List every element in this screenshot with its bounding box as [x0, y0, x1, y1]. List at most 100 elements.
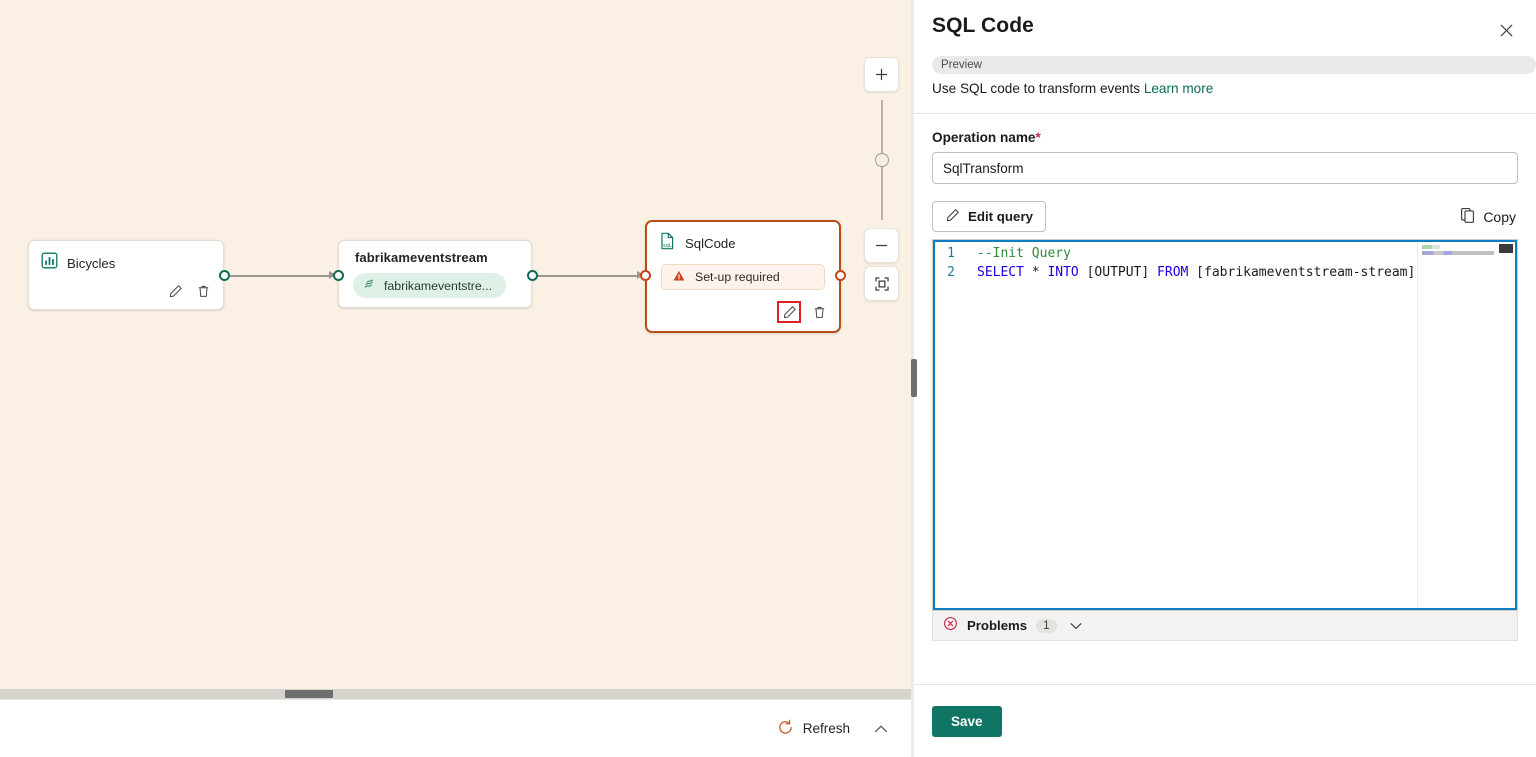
- error-circle-icon: [943, 616, 958, 636]
- node-title: SqlCode: [685, 236, 736, 251]
- page-title: SQL Code: [932, 14, 1034, 37]
- pencil-icon[interactable]: [777, 301, 801, 323]
- panel-description-text: Use SQL code to transform events: [932, 81, 1141, 96]
- code-token: [fabrikameventstream-stream]: [1188, 265, 1416, 280]
- code-token: --Init Query: [977, 246, 1071, 261]
- close-icon[interactable]: [1492, 16, 1520, 44]
- warning-icon: [672, 269, 686, 286]
- operation-name-input[interactable]: [932, 152, 1518, 184]
- code-token: [1024, 265, 1032, 280]
- minimap-line: [1422, 245, 1440, 249]
- panel-footer: Save: [914, 684, 1536, 757]
- editor-focus-border-left: [933, 240, 935, 610]
- pencil-icon: [945, 208, 960, 226]
- input-port-eventstream[interactable]: [333, 270, 344, 281]
- editor-focus-border-right: [1515, 240, 1517, 610]
- panel-splitter-handle[interactable]: [911, 359, 917, 397]
- code-text[interactable]: SELECT * INTO [OUTPUT] FROM [fabrikameve…: [977, 263, 1415, 282]
- output-port-bicycles[interactable]: [219, 270, 230, 281]
- line-number: 1: [947, 246, 955, 261]
- canvas-scroll-thumb[interactable]: [285, 690, 333, 698]
- refresh-label: Refresh: [802, 721, 850, 736]
- zoom-controls: [864, 57, 899, 301]
- pencil-icon[interactable]: [165, 281, 185, 301]
- chart-icon: [41, 252, 58, 274]
- copy-button[interactable]: Copy: [1460, 207, 1518, 227]
- node-header: sqL SqlCode: [647, 222, 839, 255]
- fit-to-screen-icon[interactable]: [864, 266, 899, 301]
- code-token: INTO: [1047, 265, 1079, 280]
- stream-icon: [363, 277, 377, 294]
- svg-text:sqL: sqL: [663, 243, 672, 249]
- code-token: [OUTPUT]: [1078, 265, 1158, 280]
- node-header: Bicycles: [29, 241, 223, 274]
- operation-name-label-text: Operation name: [932, 130, 1036, 145]
- refresh-button[interactable]: Refresh: [777, 719, 850, 739]
- node-bicycles[interactable]: Bicycles: [28, 240, 230, 310]
- flow-canvas[interactable]: Bicycles fabrikameventstream: [0, 0, 912, 757]
- edge-bicycles-to-eventstream: [230, 275, 330, 277]
- save-button[interactable]: Save: [932, 705, 1002, 737]
- editor-vertical-scrollbar[interactable]: [1499, 242, 1515, 608]
- learn-more-link[interactable]: Learn more: [1143, 81, 1214, 96]
- code-token: FROM: [1157, 265, 1189, 280]
- copy-label: Copy: [1483, 208, 1516, 225]
- sql-code-editor[interactable]: 1 --Init Query 2 SELECT * INTO [OUTPUT] FRO…: [932, 239, 1518, 611]
- header-divider: [914, 113, 1536, 114]
- canvas-bottom-bar: Refresh: [0, 699, 912, 757]
- sql-file-icon: sqL: [659, 232, 676, 255]
- edit-query-button[interactable]: Edit query: [932, 201, 1047, 232]
- operation-name-label: Operation name*: [932, 130, 1518, 145]
- node-sqlcode[interactable]: sqL SqlCode Set-up required: [640, 220, 846, 333]
- trash-icon[interactable]: [193, 281, 213, 301]
- editor-toolbar: Edit query Copy: [932, 201, 1518, 232]
- eventstream-pill[interactable]: fabrikameventstre...: [353, 273, 506, 298]
- editor-minimap[interactable]: [1417, 242, 1501, 608]
- node-actions: [165, 281, 213, 301]
- status-badge-label: Set-up required: [695, 270, 780, 284]
- zoom-out-button[interactable]: [864, 228, 899, 263]
- required-mark: *: [1035, 130, 1041, 145]
- node-eventstream[interactable]: fabrikameventstream fabrikameventstre...: [333, 240, 538, 308]
- zoom-in-button[interactable]: [864, 57, 899, 92]
- code-line: 1 --Init Query: [935, 244, 1415, 263]
- eventstream-pill-label: fabrikameventstre...: [384, 278, 492, 293]
- sql-code-panel: SQL Code Preview Use SQL code to transfo…: [914, 0, 1536, 757]
- node-actions: [777, 301, 829, 323]
- editor-focus-border-bottom: [933, 608, 1517, 610]
- preview-badge: Preview: [932, 56, 1536, 74]
- refresh-icon: [777, 719, 794, 739]
- panel-header: SQL Code: [914, 0, 1536, 38]
- panel-description: Use SQL code to transform events Learn m…: [932, 81, 1536, 96]
- code-token: SELECT: [977, 265, 1024, 280]
- editor-scroll-thumb[interactable]: [1499, 244, 1513, 253]
- editor-focus-border-top: [933, 240, 1517, 242]
- node-title: fabrikameventstream: [355, 250, 488, 265]
- problems-label: Problems: [967, 618, 1028, 633]
- edit-query-label: Edit query: [968, 209, 1034, 224]
- code-text[interactable]: --Init Query: [977, 244, 1071, 263]
- trash-icon[interactable]: [809, 302, 829, 322]
- problems-bar[interactable]: Problems 1: [932, 611, 1518, 641]
- problems-count-badge: 1: [1036, 618, 1057, 633]
- code-line: 2 SELECT * INTO [OUTPUT] FROM [fabrikamev…: [935, 263, 1415, 282]
- output-port-sqlcode[interactable]: [835, 270, 846, 281]
- line-number: 2: [947, 265, 955, 280]
- canvas-surface[interactable]: Bicycles fabrikameventstream: [0, 0, 912, 757]
- chevron-up-icon[interactable]: [872, 720, 890, 738]
- minimap-line: [1422, 251, 1494, 255]
- form-area: Operation name* Edit query C: [914, 114, 1536, 232]
- status-badge-setup-required: Set-up required: [661, 264, 825, 290]
- edge-arrow-1: [329, 271, 336, 279]
- code-token: *: [1031, 265, 1040, 280]
- edge-eventstream-to-sqlcode: [538, 275, 638, 277]
- chevron-down-icon[interactable]: [1068, 618, 1084, 634]
- input-port-sqlcode[interactable]: [640, 270, 651, 281]
- copy-icon: [1460, 207, 1476, 227]
- zoom-slider-thumb[interactable]: [875, 153, 889, 167]
- canvas-horizontal-scrollbar[interactable]: [0, 689, 912, 699]
- output-port-eventstream[interactable]: [527, 270, 538, 281]
- node-title: Bicycles: [67, 255, 116, 271]
- zoom-slider[interactable]: [864, 100, 899, 220]
- code-lines[interactable]: 1 --Init Query 2 SELECT * INTO [OUTPUT] FRO…: [935, 244, 1415, 608]
